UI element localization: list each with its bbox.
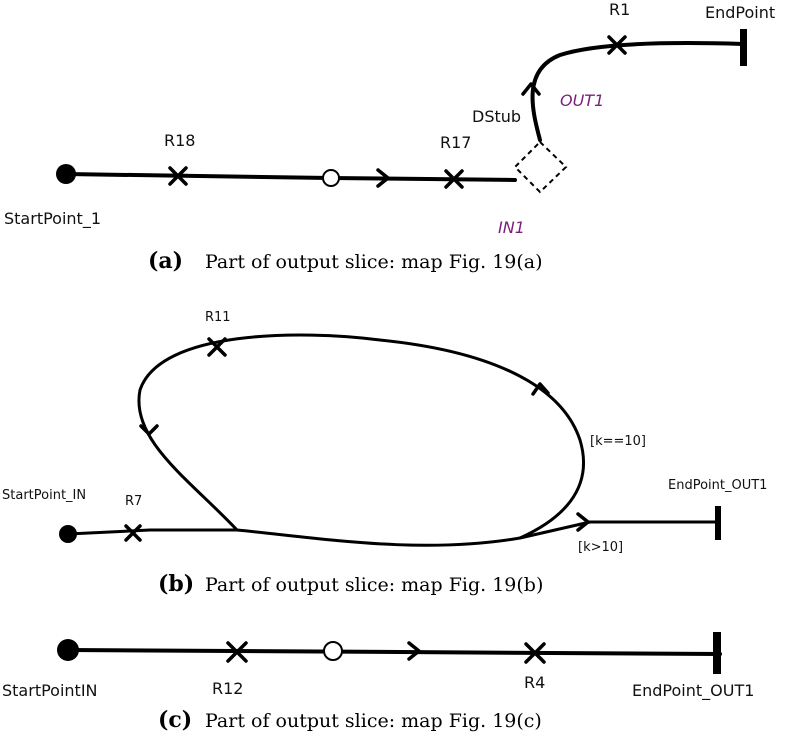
route-marker-r1 <box>607 35 627 55</box>
end-point-b <box>715 506 721 540</box>
route-marker-r7 <box>124 524 142 542</box>
start-label-a: StartPoint_1 <box>4 209 101 229</box>
caption-a-letter: (a) <box>148 248 183 274</box>
cond-loop-label: [k==10] <box>590 434 646 449</box>
direction-arrow-b-exit <box>576 512 590 532</box>
in1-label: IN1 <box>498 218 525 237</box>
track-b-loop <box>137 333 586 540</box>
track-a-out <box>530 41 745 142</box>
r1-label: R1 <box>609 0 630 19</box>
start-point-c <box>57 639 79 661</box>
direction-arrow-a <box>376 168 390 188</box>
r4-label: R4 <box>524 673 545 692</box>
start-label-b: StartPoint_IN <box>2 488 86 503</box>
direction-arrow-b-left <box>139 424 159 436</box>
end-label-b: EndPoint_OUT1 <box>668 478 767 493</box>
end-label-c: EndPoint_OUT1 <box>632 681 754 701</box>
end-point-a <box>740 29 747 66</box>
caption-c-text: Part of output slice: map Fig. 19(c) <box>205 710 542 732</box>
route-marker-r11 <box>207 337 227 357</box>
end-point-c <box>713 632 721 674</box>
start-label-c: StartPointIN <box>2 681 98 700</box>
caption-b-text: Part of output slice: map Fig. 19(b) <box>205 574 543 596</box>
r12-label: R12 <box>212 679 243 698</box>
caption-a-text: Part of output slice: map Fig. 19(a) <box>205 251 543 273</box>
cond-exit-label: [k>10] <box>578 540 623 555</box>
open-node-c <box>323 641 343 661</box>
r7-label: R7 <box>125 494 142 509</box>
caption-b-letter: (b) <box>158 571 194 597</box>
route-marker-r18 <box>168 166 188 186</box>
open-node-a <box>322 169 340 187</box>
r18-label: R18 <box>164 131 195 150</box>
panel-b: StartPoint_IN R7 R11 [k==10] [k>10] EndP… <box>2 310 767 597</box>
route-marker-r12 <box>226 641 248 663</box>
route-marker-r17 <box>444 169 464 189</box>
track-c-main <box>66 648 722 656</box>
dstub-node <box>513 140 568 194</box>
track-b-bottom <box>235 520 702 547</box>
r11-label: R11 <box>205 310 231 325</box>
direction-arrow-a-up <box>521 82 541 96</box>
out1-label: OUT1 <box>560 91 604 110</box>
route-marker-r4 <box>524 642 546 664</box>
panel-a: StartPoint_1 R18 R17 DStub IN1 OUT1 R1 E… <box>4 0 775 274</box>
start-point-b <box>59 525 77 543</box>
direction-arrow-b-right <box>531 382 550 396</box>
panel-c: StartPointIN R12 R4 EndPoint_OUT1 (c) Pa… <box>2 632 754 733</box>
track-b-entry <box>66 528 239 536</box>
caption-c-letter: (c) <box>158 707 192 733</box>
start-point-a <box>56 164 76 184</box>
dstub-label: DStub <box>472 107 521 126</box>
r17-label: R17 <box>440 133 471 152</box>
direction-arrow-c <box>407 641 421 661</box>
end-label-a: EndPoint <box>705 3 775 22</box>
